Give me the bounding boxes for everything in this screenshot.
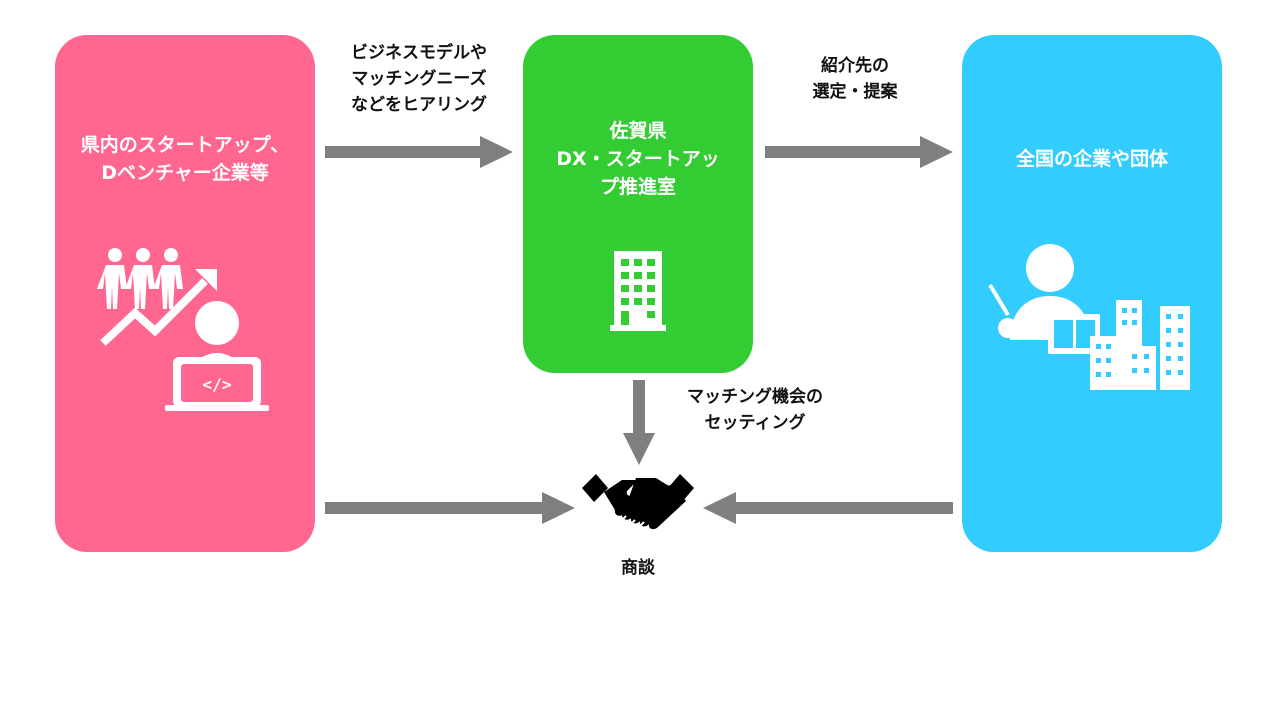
companies-box: 全国の企業や団体: [962, 35, 1222, 552]
startups-title: 県内のスタートアップ、 Dベンチャー企業等: [80, 134, 290, 184]
arrow-right-to-handshake: [703, 492, 953, 524]
office-building-icon: [610, 251, 666, 331]
companies-title: 全国の企業や団体: [1015, 148, 1168, 170]
hearing-label: ビジネスモデルや マッチングニーズ などをヒアリング: [351, 43, 487, 115]
svg-text:</>: </>: [203, 375, 232, 394]
corporate-presentation-icon: [988, 244, 1190, 390]
startups-box: 県内のスタートアップ、 Dベンチャー企業等 </>: [55, 35, 315, 552]
saga-office-box: 佐賀県 DX・スタートアッ プ推進室: [523, 35, 753, 373]
selection-label: 紹介先の 選定・提案: [812, 56, 898, 102]
startup-team-icon: </>: [97, 248, 269, 411]
arrow-left-to-handshake: [325, 492, 575, 524]
handshake-icon: [582, 474, 694, 531]
negotiation-label: 商談: [621, 558, 655, 578]
arrow-mid-to-right: [765, 136, 953, 168]
arrow-left-to-mid: [325, 136, 513, 168]
arrow-mid-to-handshake: [623, 380, 655, 465]
matching-label: マッチング機会の セッティング: [687, 387, 823, 433]
saga-office-title: 佐賀県 DX・スタートアッ プ推進室: [556, 120, 720, 198]
